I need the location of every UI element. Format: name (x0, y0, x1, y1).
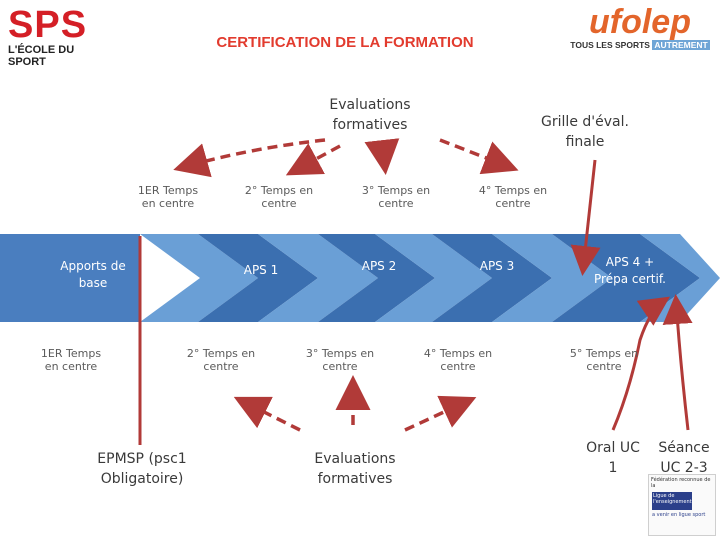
segment-apports-label: Apports de base (60, 259, 126, 290)
bottom-temps-1: 1ER Temps en centre (40, 347, 102, 373)
bottom-temps-4: 4° Temps en centre (423, 347, 493, 373)
top-temps-2: 2° Temps en centre (244, 184, 314, 210)
badge-box: Ligue de l'enseignement (652, 492, 692, 510)
badge-line2: a venir en ligue sport (652, 512, 706, 518)
dashed-arrow-1 (173, 138, 326, 178)
bottom-temps-3: 3° Temps en centre (305, 347, 375, 373)
badge-line1: Fédération reconnue de la (651, 477, 711, 489)
ufolep-tag-1: TOUS LES SPORTS (570, 40, 650, 50)
sps-logo: SPS L'ÉCOLE DU SPORT (8, 4, 104, 68)
top-evaluations-label: Evaluations formatives (329, 97, 411, 133)
bottom-evaluations-label: Evaluations formatives (314, 451, 396, 487)
segment-aps4-label: APS 4 + Prépa certif. (594, 255, 666, 286)
epmsp-label: EPMSP (psc1 Obligatoire) (97, 451, 187, 487)
segment-aps2 (318, 234, 435, 322)
oral-label: Oral UC 1 (586, 440, 640, 476)
ufolep-logo: ufolep TOUS LES SPORTS AUTREMENT (570, 4, 710, 62)
segment-aps2-label: APS 2 (361, 259, 397, 273)
segment-apports (0, 234, 140, 322)
dashed-arrow-3 (364, 138, 400, 175)
page-title: CERTIFICATION DE LA FORMATION (216, 34, 474, 51)
ligue-badge: Fédération reconnue de la Ligue de l'ens… (648, 474, 716, 536)
dashed-arrow-4 (439, 138, 519, 175)
dashed-arrow-2 (285, 143, 341, 176)
solid-arrow-grille (570, 159, 601, 276)
seance-label: Séance UC 2-3 (658, 440, 710, 476)
bottom-temps-5: 5° Temps en centre (569, 347, 639, 373)
ufolep-logo-text: ufolep (589, 3, 691, 41)
solid-line-seance (662, 294, 693, 431)
bottom-temps-2: 2° Temps en centre (186, 347, 256, 373)
segment-aps1 (140, 234, 258, 322)
top-temps-4: 4° Temps en centre (478, 184, 548, 210)
sps-logo-subtitle: L'ÉCOLE DU SPORT (8, 44, 75, 68)
segment-aps1-label: APS 1 (243, 263, 279, 277)
dashed-arrow-5 (233, 396, 301, 432)
segment-aps3-light (375, 234, 492, 322)
solid-line-oral (611, 296, 670, 431)
top-temps-3: 3° Temps en centre (361, 184, 431, 210)
sps-logo-text: SPS (8, 4, 88, 46)
top-temps-1: 1ER Temps en centre (137, 184, 199, 210)
ufolep-tag-2: AUTREMENT (652, 40, 710, 50)
segment-aps3-label: APS 3 (479, 259, 515, 273)
dashed-arrow-7 (404, 395, 477, 432)
segment-end (640, 234, 720, 322)
grille-label: Grille d'éval. finale (541, 114, 629, 150)
